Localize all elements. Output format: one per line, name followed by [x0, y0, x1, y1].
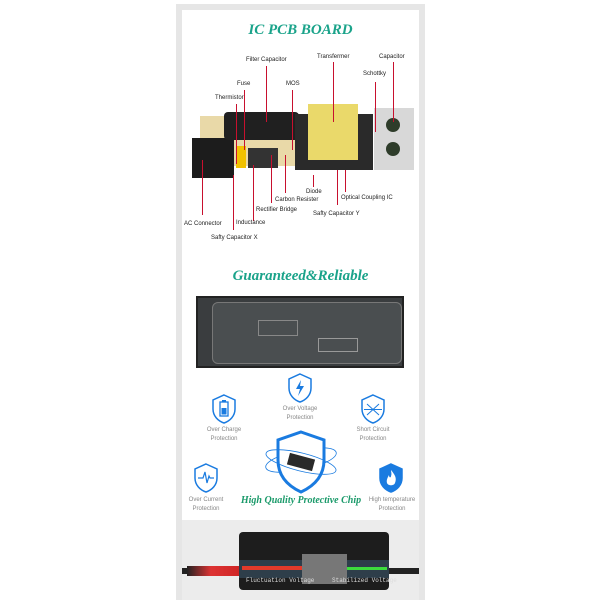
feature-label: High temperature [368, 497, 416, 503]
lightning-shield-icon [288, 373, 312, 403]
label-transformer: Transfermer [317, 54, 350, 60]
pulse-shield-icon [194, 463, 218, 493]
power-adapter-image: Fluctuation Voltage Stabilized Voltage [182, 520, 419, 600]
label-ac-connector: AC Connector [184, 221, 222, 227]
chip-title: High Quality Protective Chip [240, 495, 362, 506]
feature-label: Over Charge [206, 427, 242, 433]
feature-sub: Protection [192, 506, 220, 512]
feature-sub: Protection [378, 506, 406, 512]
flame-shield-icon [379, 463, 403, 493]
label-fuse: Fuse [237, 81, 251, 87]
label-filter-capacitor: Filter Capacitor [246, 57, 287, 63]
label-schottky: Schottky [363, 71, 387, 77]
label-safty-capacitor-x: Safty Capacitor X [211, 235, 258, 241]
pcb-board-image [192, 104, 414, 180]
label-thermistor: Thermistor [215, 95, 244, 101]
stabilized-voltage-label: Stabilized Voltage [332, 577, 397, 584]
label-safty-capacitor-y: Safty Capacitor Y [313, 211, 360, 217]
feature-label: Over Current [188, 497, 224, 503]
feature-sub: Protection [210, 436, 238, 442]
fluctuation-voltage-label: Fluctuation Voltage [246, 577, 315, 584]
pcb-title: IC PCB BOARD [248, 22, 353, 38]
feature-label: Short Circuit [356, 427, 390, 433]
label-optical-coupling-ic: Optical Coupling IC [341, 195, 393, 201]
label-diode: Diode [306, 189, 322, 195]
label-rectifier-bridge: Rectifier Bridge [256, 207, 298, 213]
feature-label: Over Voltage [282, 406, 318, 412]
pcb-underside-image [196, 296, 404, 368]
label-mos: MOS [286, 81, 300, 87]
feature-sub: Protection [359, 436, 387, 442]
short-circuit-shield-icon [361, 394, 385, 424]
feature-sub: Protection [286, 415, 314, 421]
reliable-title: Guaranteed&Reliable [232, 268, 369, 284]
protective-chip-icon [265, 430, 337, 494]
label-carbon-resister: Carbon Resister [275, 197, 319, 203]
label-inductance: Inductance [236, 220, 266, 226]
label-capacitor: Capacitor [379, 54, 405, 60]
battery-shield-icon [212, 394, 236, 424]
